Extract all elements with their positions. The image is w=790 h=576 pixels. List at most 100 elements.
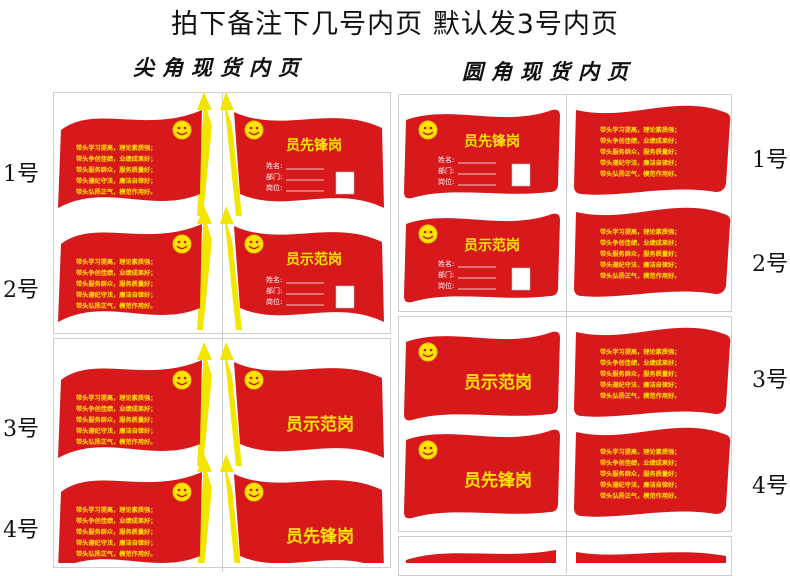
- left-label-2: 2号: [3, 278, 39, 303]
- card-body: [574, 327, 731, 417]
- flag-pole: [224, 350, 242, 466]
- card-text-line: 带头遵纪守法，廉洁自律好；: [76, 177, 156, 185]
- flag-pole-tip: [197, 454, 212, 472]
- card-text-line: 带头服务群众，服务质量好；: [76, 280, 156, 288]
- card-text-line: 带头遵纪守法，廉洁自律好；: [600, 159, 680, 167]
- smiley-icon: [172, 120, 192, 140]
- flag-pole-tip: [220, 342, 234, 360]
- post-title: 员先锋岗: [286, 526, 354, 547]
- card-body-partial: [406, 550, 556, 563]
- card-text-line: 带头争创佳绩，业绩成果好；: [600, 459, 680, 467]
- form-field-label: 岗位:: [438, 177, 454, 186]
- card-text-line: 带头学习提高，理论素质强；: [76, 506, 156, 514]
- flag-pole-tip: [220, 92, 234, 110]
- form-field-label: 部门:: [438, 270, 454, 279]
- card-text-line: 带头服务群众，服务质量好；: [76, 528, 156, 536]
- flag-pole: [224, 214, 242, 330]
- photo-box: [335, 171, 355, 195]
- card-text-line: 带头遵纪守法，廉洁自律好；: [600, 261, 680, 269]
- flag-pole: [197, 462, 212, 563]
- card-text-line: 带头学习提高，理论素质强；: [600, 126, 680, 134]
- card-text-line: 带头学习提高，理论素质强；: [600, 448, 680, 456]
- flag-pole-tip: [220, 454, 234, 472]
- card-body: [574, 207, 731, 297]
- flag-pole: [197, 214, 212, 330]
- card-text-line: 带头遵纪守法，廉洁自律好；: [600, 481, 680, 489]
- card-text-line: 带头争创佳绩，业绩成果好；: [600, 359, 680, 367]
- smiley-icon: [418, 224, 438, 244]
- flag-body: [58, 110, 202, 208]
- photo-box: [511, 267, 531, 291]
- rounded-card-text-side: 带头学习提高，理论素质强； 带头争创佳绩，业绩成果好； 带头服务群众，服务质量好； 带…: [574, 105, 731, 195]
- card-text-line: 带头争创佳绩，业绩成果好；: [76, 517, 156, 525]
- flag-pole: [224, 462, 241, 563]
- smiley-icon: [418, 440, 438, 460]
- cards-canvas: 带头学习提高，理论素质强； 带头争创佳绩，业绩成果好； 带头服务群众，服务质量好； 带…: [58, 92, 731, 563]
- pointed-flag-title-side: 员先锋岗: [220, 454, 384, 563]
- card-body: [574, 427, 731, 517]
- flag-body: [58, 360, 202, 458]
- flag-pole-tip: [197, 92, 212, 110]
- form-field-label: 姓名:: [438, 259, 454, 268]
- card-text-line: 带头弘扬正气，模范作用好。: [600, 392, 680, 400]
- right-heading: 圆角现货内页: [462, 59, 636, 84]
- card-text-line: 带头遵纪守法，廉洁自律好；: [600, 381, 680, 389]
- post-title: 员先锋岗: [464, 133, 520, 150]
- right-label-1: 1号: [752, 148, 788, 173]
- card-text-line: 带头服务群众，服务质量好；: [76, 416, 156, 424]
- smiley-icon: [244, 370, 264, 390]
- pointed-flag-text-side: 带头学习提高，理论素质强； 带头争创佳绩，业绩成果好； 带头服务群众，服务质量好； 带…: [58, 342, 212, 466]
- smiley-icon: [418, 342, 438, 362]
- post-title: 员示范岗: [464, 237, 520, 254]
- flag-pole-tip: [220, 206, 234, 224]
- card-text-line: 带头争创佳绩，业绩成果好；: [600, 137, 680, 145]
- card-text-line: 带头服务群众，服务质量好；: [600, 370, 680, 378]
- left-divider: [222, 92, 223, 572]
- card-text-line: 带头弘扬正气，模范作用好。: [76, 188, 156, 196]
- card-text-line: 带头学习提高，理论素质强；: [76, 144, 156, 152]
- post-title: 员先锋岗: [286, 137, 342, 154]
- card-text-line: 带头争创佳绩，业绩成果好；: [76, 405, 156, 413]
- card-text-line: 带头学习提高，理论素质强；: [600, 228, 680, 236]
- card-body: [574, 105, 731, 195]
- card-text-line: 带头学习提高，理论素质强；: [76, 394, 156, 402]
- card-text-line: 带头弘扬正气，模范作用好。: [600, 492, 680, 500]
- card-text-line: 带头服务群众，服务质量好；: [600, 250, 680, 258]
- card-text-line: 带头遵纪守法，廉洁自律好；: [76, 427, 156, 435]
- right-label-4: 4号: [752, 474, 788, 499]
- post-title: 员示范岗: [286, 414, 354, 435]
- card-text-line: 带头学习提高，理论素质强；: [76, 258, 156, 266]
- form-field-label: 姓名:: [266, 275, 282, 284]
- smiley-icon: [418, 120, 438, 140]
- form-field-label: 部门:: [266, 286, 282, 295]
- card-text-line: 带头遵纪守法，廉洁自律好；: [76, 539, 156, 547]
- card-text-line: 带头服务群众，服务质量好；: [76, 166, 156, 174]
- form-field-label: 岗位:: [266, 183, 282, 192]
- left-heading: 尖角现货内页: [133, 55, 307, 80]
- flag-body: [234, 362, 384, 458]
- smiley-icon: [244, 120, 264, 140]
- card-body: [404, 331, 560, 421]
- right-label-3: 3号: [752, 368, 788, 393]
- card-text-line: 带头学习提高，理论素质强；: [600, 348, 680, 356]
- flag-body: [58, 224, 202, 322]
- pointed-flag-text-side: 带头学习提高，理论素质强；带头争创佳绩，业绩成果好；带头服务群众，服务质量好；带…: [58, 206, 212, 330]
- page-title: 拍下备注下几号内页 默认发3号内页: [171, 9, 619, 40]
- photo-box: [335, 285, 355, 309]
- smiley-icon: [172, 234, 192, 254]
- card-text-line: 带头服务群众，服务质量好；: [600, 470, 680, 478]
- post-title: 员先锋岗: [464, 470, 532, 491]
- card-text-line: 带头弘扬正气，模范作用好。: [76, 438, 156, 446]
- rounded-card-text-side: 带头学习提高，理论素质强； 带头争创佳绩，业绩成果好； 带头服务群众，服务质量好； 带…: [574, 327, 731, 417]
- smiley-icon: [172, 370, 192, 390]
- card-text-line: 带头服务群众，服务质量好；: [600, 148, 680, 156]
- card-body-partial: [576, 552, 726, 563]
- card-text-line: 带头争创佳绩，业绩成果好；: [76, 155, 156, 163]
- form-field-label: 岗位:: [266, 297, 282, 306]
- card-text-line: 带头争创佳绩，业绩成果好；: [600, 239, 680, 247]
- card-text-line: 带头弘扬正气，模范作用好。: [600, 272, 680, 280]
- card-text-line: 带头弘扬正气，模范作用好。: [76, 302, 156, 310]
- card-text-line: 带头遵纪守法，廉洁自律好；: [76, 291, 156, 299]
